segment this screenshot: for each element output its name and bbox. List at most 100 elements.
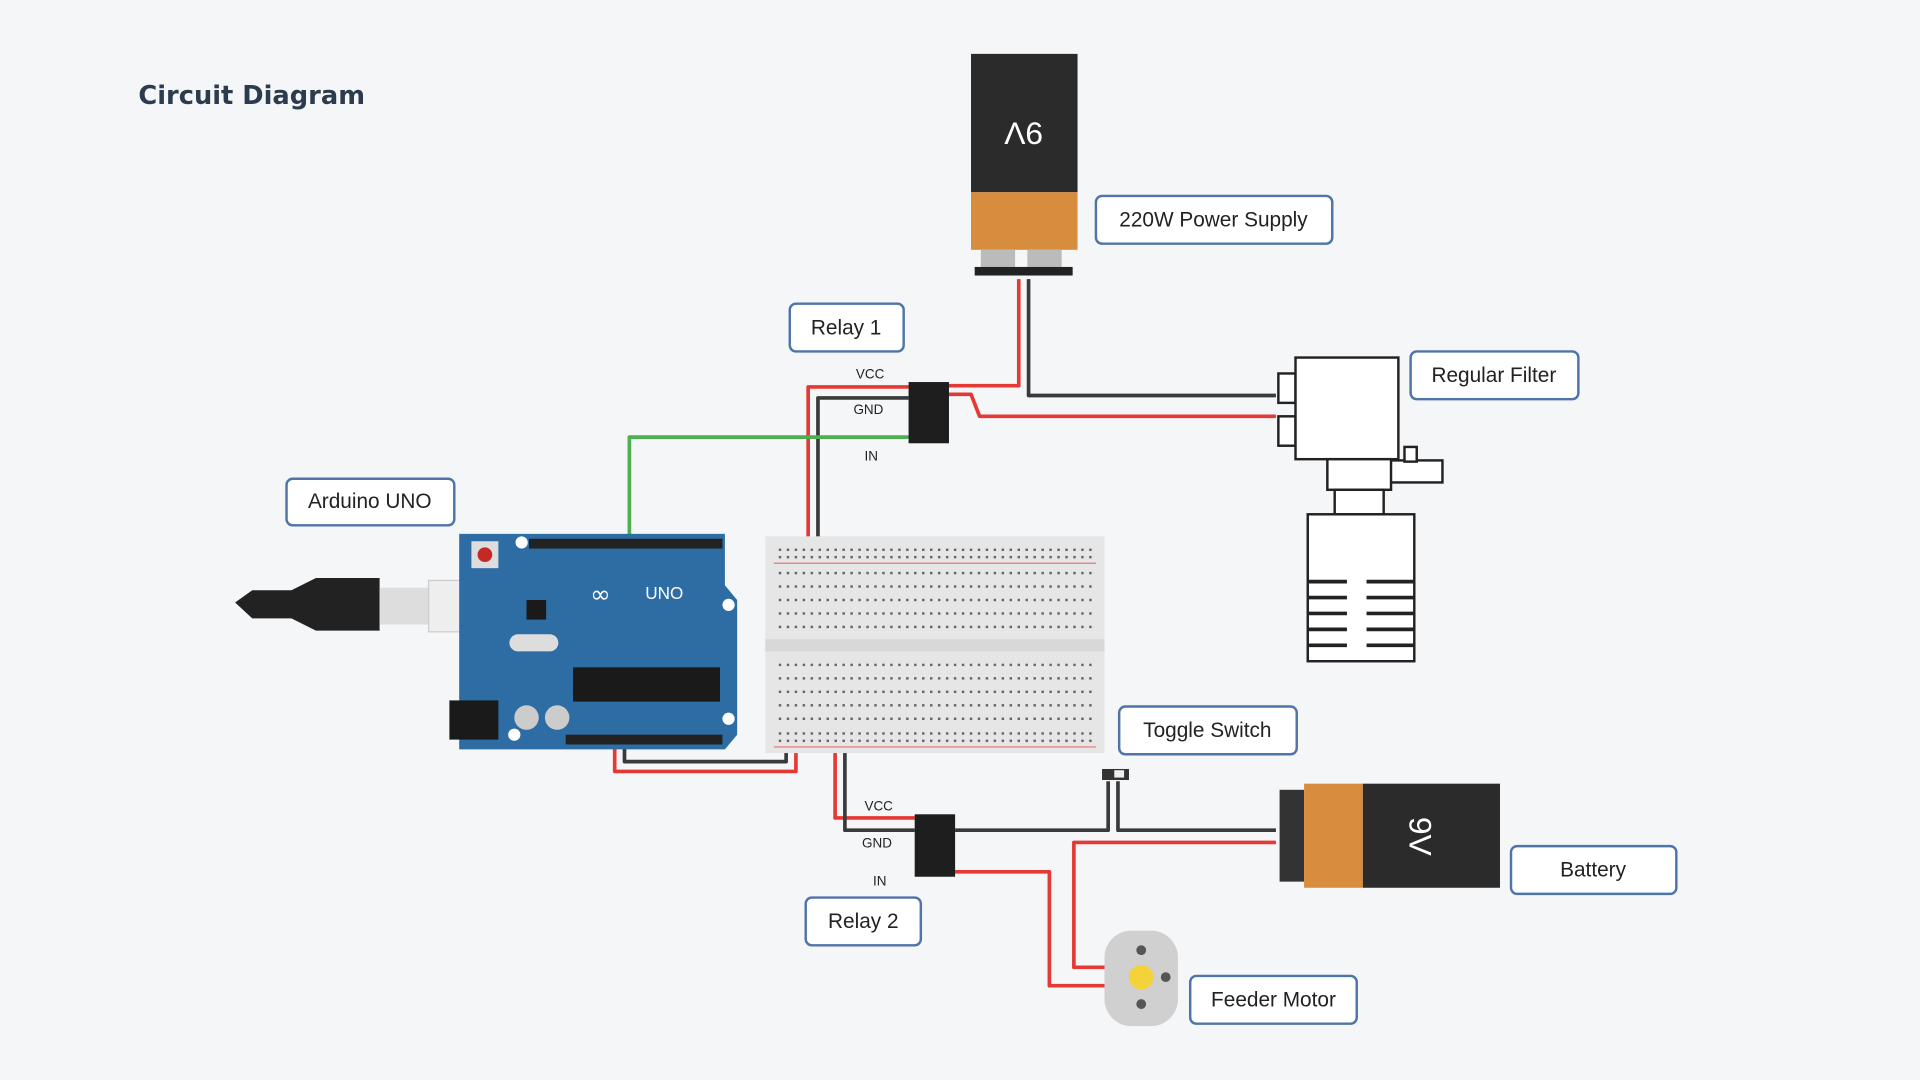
breadboard-hole (977, 598, 981, 602)
wires (612, 279, 1276, 988)
breadboard-hole (1025, 625, 1028, 629)
breadboard-hole (834, 690, 837, 694)
breadboard-hole (977, 548, 981, 552)
breadboard-hole (1057, 677, 1060, 680)
breadboard-hole (969, 612, 973, 615)
breadboard-hole (1017, 598, 1020, 602)
breadboard-hole (985, 717, 989, 720)
wire-supply-positive (948, 279, 1021, 388)
breadboard-hole (842, 548, 845, 552)
relay-2[interactable]: VCC GND IN (862, 799, 956, 889)
breadboard-hole (874, 555, 877, 559)
breadboard-hole (1033, 704, 1036, 707)
breadboard-hole (890, 555, 893, 559)
breadboard-hole (922, 612, 925, 615)
breadboard-hole (802, 704, 806, 707)
breadboard-hole (1057, 704, 1060, 707)
breadboard-hole (882, 690, 885, 694)
breadboard-hole (1017, 717, 1020, 720)
breadboard[interactable] (765, 536, 1105, 754)
breadboard-hole (834, 548, 837, 552)
breadboard-hole (1025, 677, 1028, 680)
breadboard-hole (786, 739, 790, 743)
breadboard-hole (1049, 598, 1052, 602)
breadboard-hole (786, 555, 790, 559)
breadboard-hole (842, 732, 845, 735)
breadboard-hole (1065, 717, 1068, 720)
feeder-motor[interactable] (1104, 930, 1178, 1027)
power-supply[interactable]: 9V (971, 53, 1078, 276)
breadboard-hole (842, 690, 845, 694)
breadboard-hole (961, 663, 965, 667)
breadboard-hole (826, 704, 829, 707)
breadboard-hole (930, 548, 933, 552)
breadboard-hole (985, 555, 989, 559)
breadboard-hole (993, 555, 997, 559)
breadboard-hole (810, 704, 814, 707)
breadboard-hole (953, 571, 957, 575)
breadboard-hole (953, 585, 957, 588)
breadboard-hole (1001, 585, 1005, 588)
breadboard-hole (1057, 555, 1060, 559)
breadboard-hole (1089, 625, 1092, 629)
breadboard-hole (1089, 663, 1092, 667)
breadboard-hole (969, 548, 973, 552)
breadboard-hole (922, 585, 925, 588)
breadboard-hole (778, 717, 782, 720)
breadboard-hole (977, 717, 981, 720)
breadboard-hole (874, 739, 877, 743)
regular-filter[interactable] (1277, 356, 1444, 663)
breadboard-hole (898, 732, 901, 735)
breadboard-hole (794, 704, 798, 707)
breadboard-hole (977, 612, 981, 615)
breadboard-hole (794, 677, 798, 680)
breadboard-hole (858, 548, 861, 552)
breadboard-hole (914, 690, 917, 694)
breadboard-hole (818, 663, 822, 667)
breadboard-hole (874, 571, 877, 575)
breadboard-hole (778, 690, 782, 694)
breadboard-hole (977, 732, 981, 735)
breadboard-hole (1073, 677, 1076, 680)
breadboard-hole (1009, 598, 1013, 602)
breadboard-hole (1049, 663, 1052, 667)
breadboard-hole (953, 625, 957, 629)
breadboard-hole (1049, 739, 1052, 743)
toggle-switch[interactable] (1102, 768, 1129, 780)
breadboard-hole (922, 677, 925, 680)
breadboard-hole (906, 612, 909, 615)
breadboard-hole (953, 555, 957, 559)
breadboard-hole (1081, 677, 1084, 680)
relay-1[interactable]: VCC GND IN (853, 366, 949, 463)
breadboard-hole (1009, 663, 1013, 667)
breadboard-hole (914, 555, 917, 559)
breadboard-hole (826, 548, 829, 552)
breadboard-hole (930, 677, 933, 680)
breadboard-hole (834, 598, 837, 602)
breadboard-hole (1081, 704, 1084, 707)
label-battery: Battery (1509, 844, 1678, 896)
breadboard-hole (993, 732, 997, 735)
breadboard-hole (922, 625, 925, 629)
breadboard-hole (1057, 585, 1060, 588)
breadboard-hole (1033, 585, 1036, 588)
page-title: Circuit Diagram (138, 81, 365, 111)
breadboard-hole (945, 739, 949, 743)
breadboard-hole (1065, 548, 1068, 552)
breadboard-hole (866, 555, 869, 559)
breadboard-hole (906, 585, 909, 588)
breadboard-hole (969, 585, 973, 588)
breadboard-hole (993, 571, 997, 575)
breadboard-hole (1041, 625, 1044, 629)
breadboard-hole (906, 732, 909, 735)
breadboard-hole (802, 625, 806, 629)
breadboard-hole (1017, 739, 1020, 743)
usb-cable (235, 577, 380, 631)
breadboard-hole (810, 612, 814, 615)
breadboard-hole (850, 663, 853, 667)
arduino-uno[interactable]: ∞ UNO (235, 533, 738, 750)
breadboard-hole (1089, 598, 1092, 602)
breadboard-hole (1057, 690, 1060, 694)
breadboard-hole (850, 717, 853, 720)
battery[interactable]: 9V (1279, 783, 1500, 888)
